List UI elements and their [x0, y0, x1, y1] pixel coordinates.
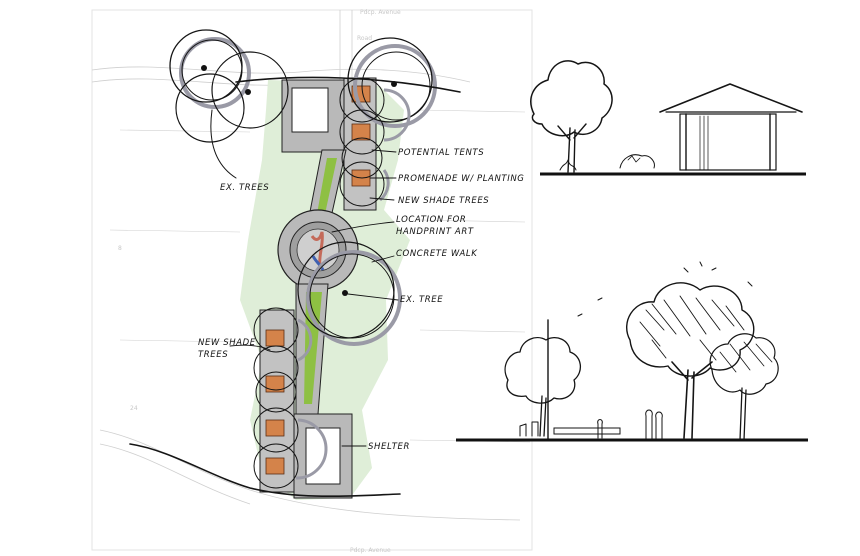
- label-shelter: SHELTER: [368, 442, 410, 452]
- label-location-art-2: HANDPRINT ART: [396, 227, 474, 237]
- new-shade-trees-left: [253, 307, 328, 489]
- new-tree-planters: [265, 85, 371, 475]
- label-ex-trees: EX. TREES: [220, 183, 269, 193]
- street-name-bottom: Pdcp. Avenue: [350, 547, 391, 554]
- existing-trees-top-left: [169, 29, 289, 143]
- new-shade-trees-right: [339, 77, 411, 207]
- existing-tree-right-middle: [297, 241, 402, 346]
- street-name-top: Pdcp. Avenue: [360, 9, 401, 16]
- label-new-shade-trees-left-1: NEW SHADE: [198, 338, 256, 348]
- lot-number-2: 24: [130, 405, 138, 412]
- side-note: Road: [357, 35, 372, 42]
- existing-trees-top-right: [347, 37, 437, 128]
- elevation-tree-shelter: [530, 60, 806, 176]
- label-new-shade-trees-left-2: TREES: [198, 350, 228, 360]
- label-concrete-walk: CONCRETE WALK: [396, 249, 478, 259]
- label-promenade: PROMENADE W/ PLANTING: [398, 174, 524, 184]
- lot-number-1: 8: [118, 245, 122, 252]
- elevation-street-scene: [456, 261, 808, 442]
- label-location-art-1: LOCATION FOR: [396, 215, 466, 225]
- label-new-shade-trees-top: NEW SHADE TREES: [398, 196, 489, 206]
- plan-annotations: EX. TREES POTENTIAL TENTS PROMENADE W/ P…: [198, 109, 524, 452]
- label-ex-tree: EX. TREE: [400, 295, 443, 305]
- label-potential-tents: POTENTIAL TENTS: [398, 148, 484, 158]
